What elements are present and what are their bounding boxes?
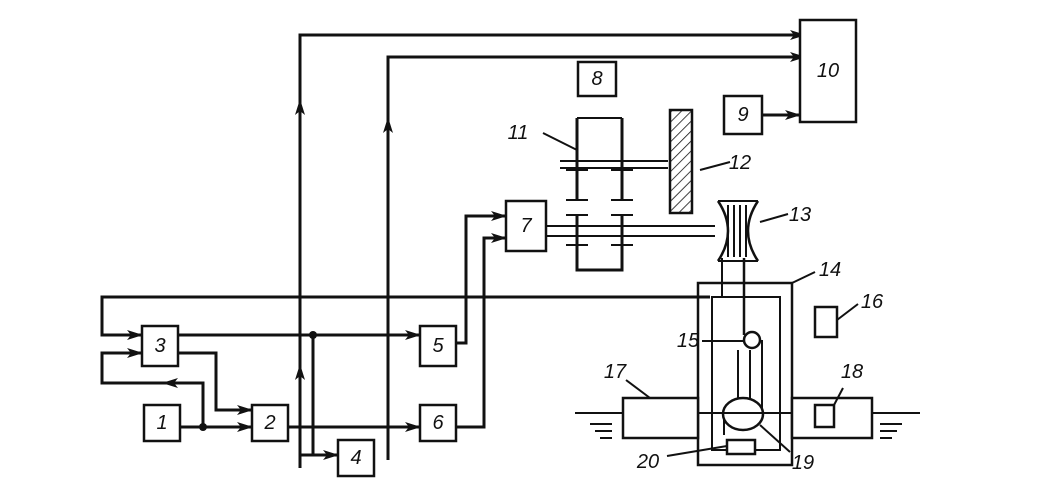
label-15: 15 — [677, 330, 700, 352]
drum-assembly — [545, 117, 715, 272]
label-19: 19 — [792, 452, 814, 474]
label-20: 20 — [636, 451, 659, 473]
junction-dot — [309, 331, 317, 339]
block-3: 3 — [140, 324, 180, 368]
block-10: 10 — [798, 18, 858, 124]
sensor-20 — [725, 438, 757, 456]
pulley-15 — [742, 330, 762, 350]
block-2: 2 — [250, 403, 290, 443]
signal-lines — [100, 30, 806, 468]
pipe-17 — [621, 396, 700, 440]
junction-dot — [199, 423, 207, 431]
callouts: 11 12 13 14 15 16 17 18 19 20 — [508, 122, 884, 474]
label-14: 14 — [819, 259, 841, 281]
svg-text:8: 8 — [591, 68, 602, 90]
svg-text:6: 6 — [432, 412, 444, 434]
flywheel-12 — [668, 108, 694, 215]
block-9: 9 — [722, 94, 764, 136]
label-18: 18 — [841, 361, 863, 383]
label-13: 13 — [789, 204, 811, 226]
block-5: 5 — [418, 324, 458, 368]
water-level — [575, 396, 920, 440]
svg-text:9: 9 — [737, 104, 748, 126]
svg-text:5: 5 — [432, 335, 444, 357]
svg-text:3: 3 — [154, 335, 165, 357]
svg-text:7: 7 — [520, 215, 532, 237]
label-12: 12 — [729, 152, 751, 174]
label-11: 11 — [508, 122, 529, 144]
svg-text:4: 4 — [350, 447, 361, 469]
svg-text:10: 10 — [817, 60, 839, 82]
block-1: 1 — [142, 403, 182, 443]
label-17: 17 — [604, 361, 627, 383]
svg-text:2: 2 — [263, 412, 275, 434]
tower-14 — [696, 258, 794, 467]
block-16 — [813, 305, 839, 339]
block-8: 8 — [576, 60, 618, 98]
block-6: 6 — [418, 403, 458, 443]
block-7: 7 — [504, 199, 548, 253]
sheave-13 — [716, 200, 760, 262]
block-4: 4 — [336, 438, 376, 478]
svg-text:1: 1 — [156, 412, 167, 434]
device-18 — [813, 403, 836, 429]
label-16: 16 — [861, 291, 884, 313]
